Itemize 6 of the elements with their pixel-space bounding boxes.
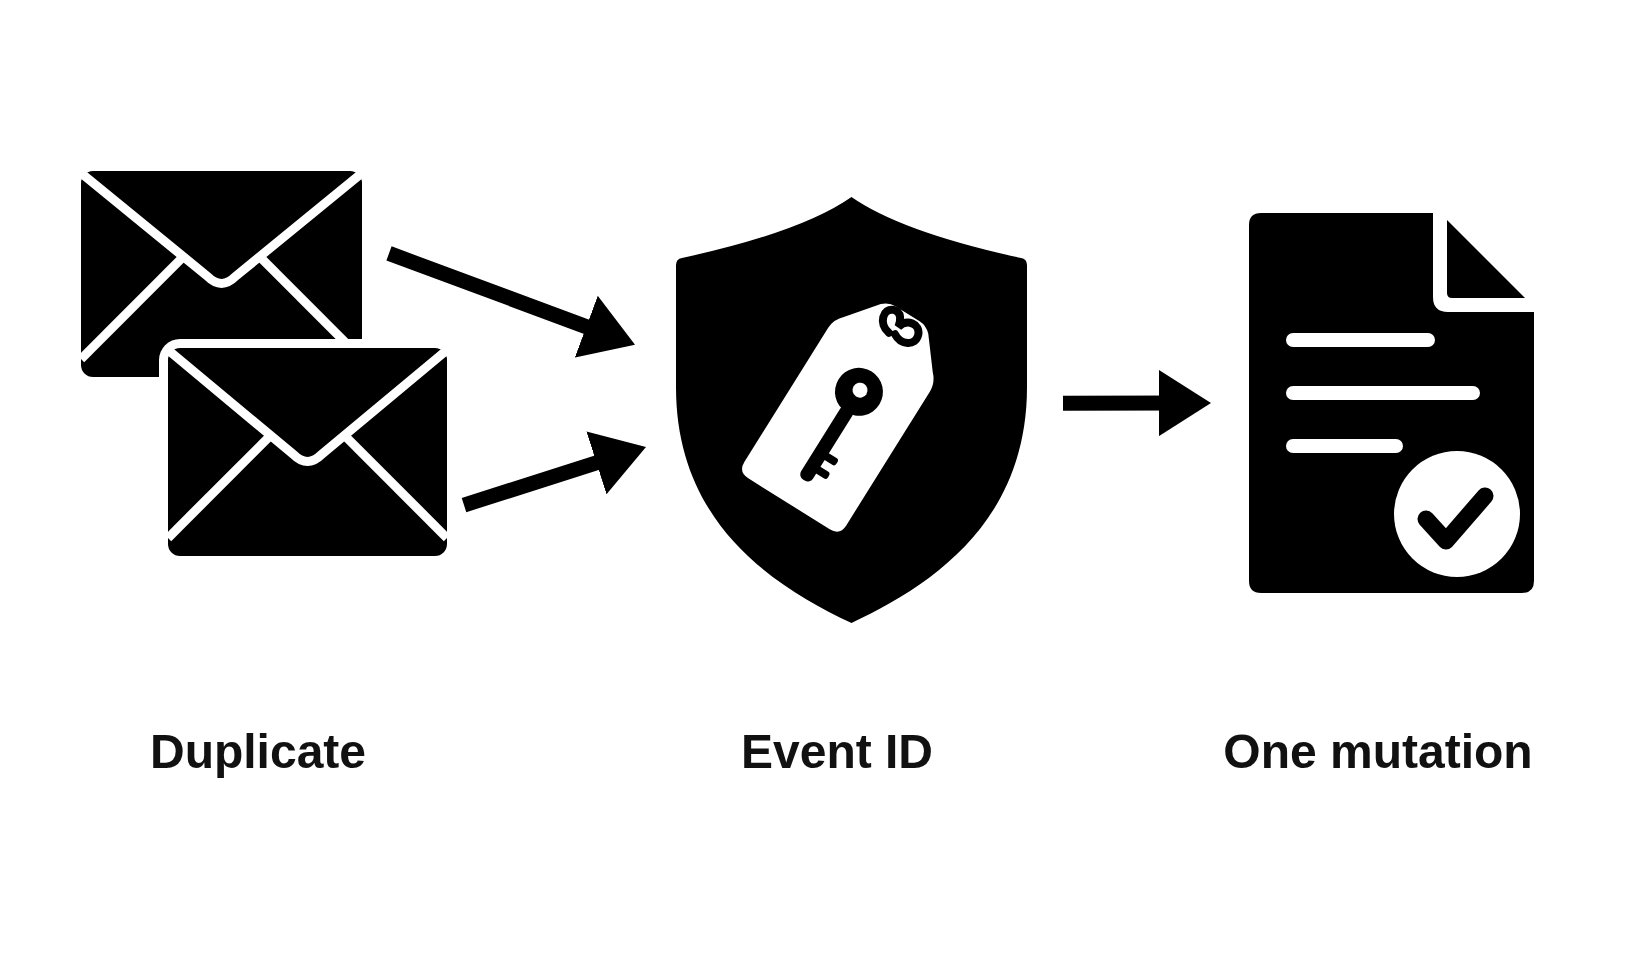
caption: Duplicate xyxy=(150,728,366,776)
node-label: One mutation xyxy=(1223,728,1533,776)
node-label: Event ID xyxy=(741,728,933,776)
arrow xyxy=(1063,370,1211,437)
arrow xyxy=(461,431,649,513)
arrow xyxy=(386,246,638,358)
